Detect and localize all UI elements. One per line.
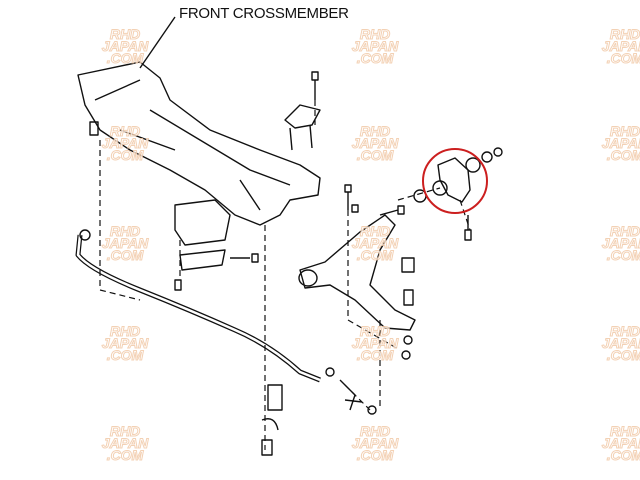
watermark-text: JAPAN [601, 135, 640, 151]
bushing [432, 180, 448, 196]
watermark-text: RHD [609, 323, 640, 339]
watermark-text: .COM [606, 147, 640, 163]
watermark-text: .COM [356, 247, 394, 263]
watermark-text: JAPAN [601, 235, 640, 251]
lower-control-arm [299, 214, 416, 331]
watermark-text: RHD [609, 26, 640, 42]
watermark-text: RHD [359, 123, 391, 139]
watermark-text: .COM [356, 147, 394, 163]
washer [465, 157, 481, 173]
crossmember-bracket [174, 199, 231, 271]
watermark-text: JAPAN [601, 435, 640, 451]
stabilizer-bar-inner [76, 234, 321, 382]
nut [493, 147, 503, 157]
watermark-text: .COM [106, 147, 144, 163]
watermark-text: .COM [106, 247, 144, 263]
watermark-text: JAPAN [101, 135, 149, 151]
watermark-text: .COM [606, 347, 640, 363]
watermark-text: JAPAN [351, 135, 399, 151]
rear-bushing-bracket [437, 157, 471, 203]
watermark-text: .COM [106, 50, 144, 66]
watermark-text: .COM [356, 347, 394, 363]
highlight-circle [422, 148, 488, 214]
watermark-text: .COM [606, 447, 640, 463]
watermark-text: .COM [106, 447, 144, 463]
watermark-text: .COM [606, 50, 640, 66]
watermark-text: RHD [109, 423, 141, 439]
watermark-text: JAPAN [101, 38, 149, 54]
front-crossmember-label: FRONT CROSSMEMBER [179, 5, 349, 22]
watermark-text: RHD [109, 123, 141, 139]
watermark-text: RHD [359, 223, 391, 239]
watermark-text: JAPAN [101, 235, 149, 251]
watermark-text: RHD [359, 323, 391, 339]
label-leader-line [139, 16, 176, 69]
watermark-text: JAPAN [601, 38, 640, 54]
watermark-text: JAPAN [351, 38, 399, 54]
watermark-text: .COM [356, 447, 394, 463]
watermark-text: JAPAN [101, 335, 149, 351]
watermark-text: RHD [109, 223, 141, 239]
watermark-text: JAPAN [351, 235, 399, 251]
watermark-text: RHD [109, 26, 141, 42]
control-arm-bushing [298, 269, 318, 287]
watermark-text: JAPAN [351, 435, 399, 451]
watermark-text: JAPAN [601, 335, 640, 351]
watermark-text: JAPAN [101, 435, 149, 451]
steering-bracket [284, 104, 321, 151]
watermark-text: RHD [609, 223, 640, 239]
watermark-text: RHD [109, 323, 141, 339]
ball-joint [401, 257, 415, 306]
watermark-text: RHD [609, 423, 640, 439]
watermark-text: .COM [606, 247, 640, 263]
front-crossmember [77, 61, 321, 226]
watermark-text: RHD [359, 423, 391, 439]
watermark-text: RHD [609, 123, 640, 139]
watermark-text: JAPAN [351, 335, 399, 351]
watermark-text: .COM [106, 347, 144, 363]
watermark-text: .COM [356, 50, 394, 66]
assembly-guide-lines [99, 100, 471, 450]
nut [481, 151, 493, 163]
watermark-text: RHD [359, 26, 391, 42]
